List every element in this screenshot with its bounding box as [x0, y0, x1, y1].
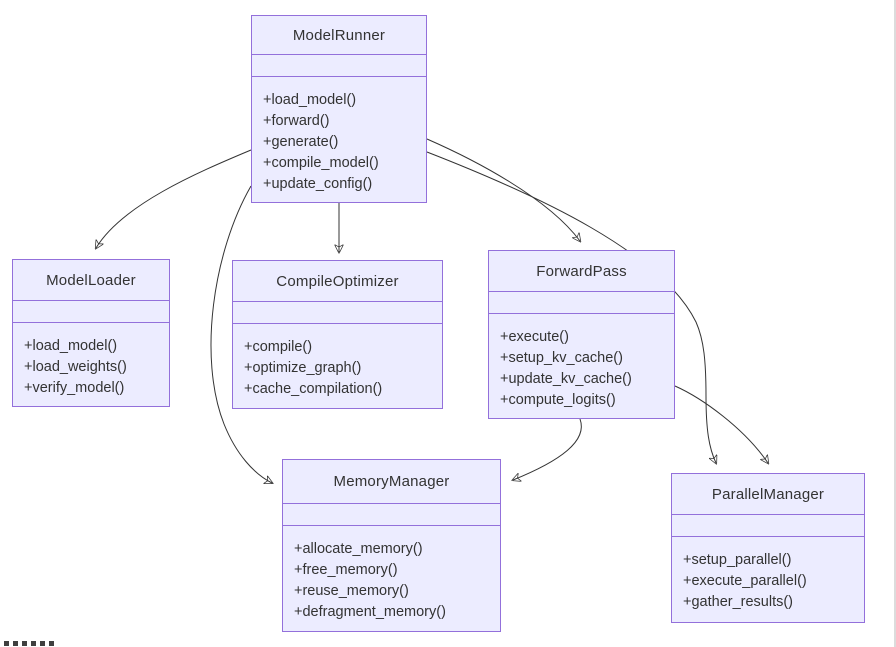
edge-modelrunner-to-parallelmanager: [426, 151, 716, 463]
class-methods: +execute() +setup_kv_cache() +update_kv_…: [489, 314, 674, 411]
method: +load_model(): [263, 92, 357, 108]
class-methods: +load_model() +load_weights() +verify_mo…: [13, 323, 169, 399]
class-title: ForwardPass: [489, 251, 674, 292]
method: +gather_results(): [683, 594, 794, 610]
class-modelrunner: ModelRunner +load_model() +forward() +ge…: [251, 15, 427, 203]
method: +forward(): [263, 113, 330, 129]
class-memorymanager: MemoryManager +allocate_memory() +free_m…: [282, 459, 501, 632]
class-methods: +compile() +optimize_graph() +cache_comp…: [233, 324, 442, 400]
method: +compile(): [244, 339, 313, 355]
class-title: ParallelManager: [672, 474, 864, 515]
method: +load_weights(): [24, 359, 127, 375]
edge-modelrunner-to-memorymanager: [210, 185, 272, 483]
class-attributes-empty: [252, 55, 426, 77]
method: +compute_logits(): [500, 392, 616, 408]
class-attributes-empty: [489, 292, 674, 314]
clipped-text-fragment: [4, 641, 58, 646]
method: +generate(): [263, 134, 339, 150]
class-methods: +load_model() +forward() +generate() +co…: [252, 77, 426, 195]
method: +cache_compilation(): [244, 381, 383, 397]
method: +defragment_memory(): [294, 604, 446, 620]
method: +allocate_memory(): [294, 541, 423, 557]
class-forwardpass: ForwardPass +execute() +setup_kv_cache()…: [488, 250, 675, 419]
class-modelloader: ModelLoader +load_model() +load_weights(…: [12, 259, 170, 407]
class-title: ModelLoader: [13, 260, 169, 301]
class-attributes-empty: [283, 504, 500, 526]
class-attributes-empty: [672, 515, 864, 537]
method: +load_model(): [24, 338, 118, 354]
method: +compile_model(): [263, 155, 379, 171]
edge-modelrunner-to-forwardpass: [426, 138, 580, 241]
method: +verify_model(): [24, 380, 125, 396]
class-attributes-empty: [233, 302, 442, 324]
class-parallelmanager: ParallelManager +setup_parallel() +execu…: [671, 473, 865, 623]
class-methods: +setup_parallel() +execute_parallel() +g…: [672, 537, 864, 613]
edge-forwardpass-to-parallelmanager: [674, 385, 768, 463]
edge-forwardpass-to-memorymanager: [513, 418, 582, 480]
method: +update_config(): [263, 176, 373, 192]
class-title: CompileOptimizer: [233, 261, 442, 302]
method: +free_memory(): [294, 562, 398, 578]
method: +setup_kv_cache(): [500, 350, 623, 366]
edge-modelrunner-to-modelloader: [96, 149, 252, 248]
class-attributes-empty: [13, 301, 169, 323]
method: +execute(): [500, 329, 569, 345]
method: +update_kv_cache(): [500, 371, 632, 387]
class-compileoptimizer: CompileOptimizer +compile() +optimize_gr…: [232, 260, 443, 409]
method: +execute_parallel(): [683, 573, 807, 589]
method: +optimize_graph(): [244, 360, 362, 376]
method: +reuse_memory(): [294, 583, 409, 599]
class-methods: +allocate_memory() +free_memory() +reuse…: [283, 526, 500, 623]
class-title: ModelRunner: [252, 16, 426, 55]
method: +setup_parallel(): [683, 552, 792, 568]
class-title: MemoryManager: [283, 460, 500, 504]
